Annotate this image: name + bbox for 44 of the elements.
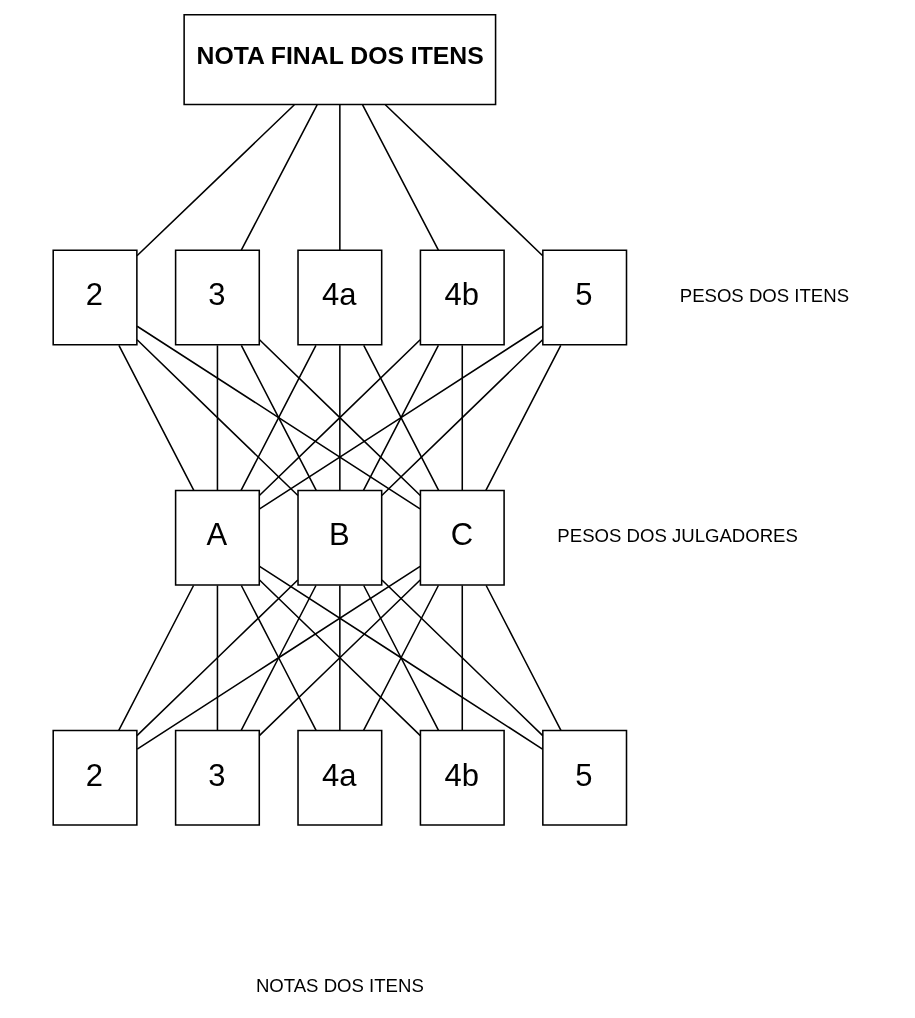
node-box: 2	[51, 249, 138, 346]
connector	[461, 344, 463, 492]
connector	[380, 339, 543, 497]
connector	[258, 325, 543, 510]
node-box: A	[174, 489, 260, 586]
connector	[258, 579, 421, 737]
connector	[117, 584, 194, 732]
connector	[258, 339, 421, 497]
node-box: C	[419, 489, 505, 586]
connector	[258, 565, 543, 750]
node-box: 4a	[296, 729, 382, 826]
node-box: 2	[51, 729, 138, 826]
connector	[338, 584, 341, 732]
connector	[135, 565, 421, 750]
connector	[484, 584, 562, 732]
connector	[338, 104, 341, 251]
connector	[461, 584, 463, 732]
node-box: 5	[541, 249, 627, 346]
connector	[240, 104, 318, 251]
connector	[135, 339, 299, 497]
node-box: 4b	[419, 729, 505, 826]
connector	[361, 104, 439, 251]
connector	[384, 104, 543, 257]
label: PESOS DOS JULGADORES	[556, 525, 798, 547]
connector	[380, 579, 543, 737]
connector	[338, 344, 341, 492]
node-box: 3	[174, 729, 260, 826]
node-box: 4b	[419, 249, 505, 346]
connector	[135, 579, 299, 737]
node-box: B	[296, 489, 382, 586]
connector	[135, 325, 421, 510]
connector	[117, 344, 195, 492]
node-box: 4a	[296, 249, 382, 346]
node-box: 3	[174, 249, 260, 346]
node-box: 5	[541, 729, 627, 826]
label: NOTAS DOS ITENS	[255, 974, 424, 996]
node-box: NOTA FINAL DOS ITENS	[182, 13, 496, 106]
connector	[135, 104, 295, 257]
label: PESOS DOS ITENS	[679, 285, 849, 307]
connector	[362, 584, 439, 732]
connector	[484, 344, 562, 492]
connector	[216, 584, 218, 732]
connector	[216, 344, 218, 492]
connector	[362, 344, 439, 492]
